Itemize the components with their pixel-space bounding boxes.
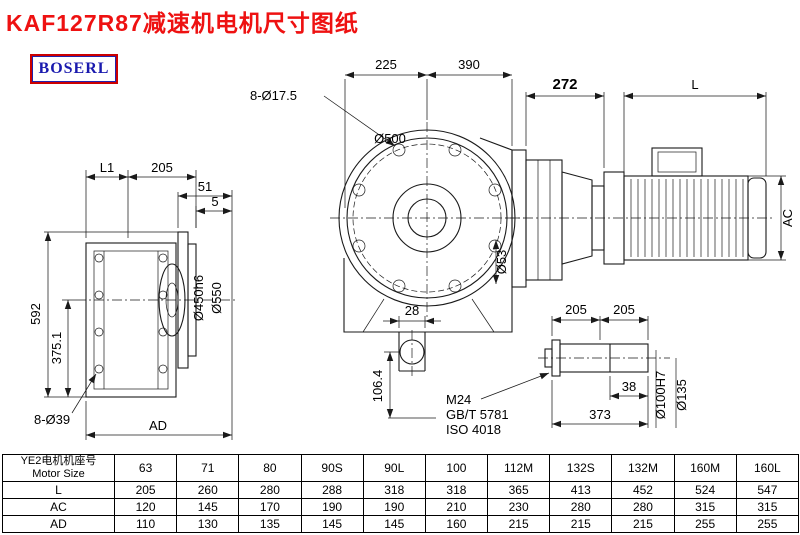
front-view-geometry [330,122,524,419]
table-cell: 145 [362,515,426,533]
table-cell: 280 [611,498,675,516]
table-col-160M: 160M [673,454,737,482]
table-cell: 135 [238,515,302,533]
dim-label-bolt-8x17: 8-Ø17.5 [250,88,297,103]
motor-size-table: YE2电机机座号 Motor Size 63 71 80 90S 90L 100… [2,454,800,533]
dim-label-L1: L1 [100,160,114,175]
dim-label-M24: M24 [446,392,471,407]
table-col-71: 71 [176,454,240,482]
side-view-dimensions: 272 L AC [525,76,795,261]
table-col-132S: 132S [549,454,613,482]
dim-label-373: 373 [589,407,611,422]
table-cell: 318 [362,481,426,499]
table-cell: 215 [549,515,613,533]
page-title: KAF127R87减速机电机尺寸图纸 [6,10,359,36]
table-row-AD: AD 110 130 135 145 145 160 215 215 215 2… [2,515,800,533]
table-cell: 413 [549,481,613,499]
front-view-dimensions: 225 390 8-Ø17.5 Ø500 Ø53 28 106.4 [250,57,513,418]
table-header-motor-size: YE2电机机座号 Motor Size [2,454,115,482]
table-cell: 170 [238,498,302,516]
table-row-L: L 205 260 280 288 318 318 365 413 452 52… [2,481,800,499]
table-col-100: 100 [424,454,489,482]
table-cell: 215 [487,515,551,533]
left-view-dimensions: L1 205 51 5 592 375.1 Ø450h6 Ø550 8-Ø39 … [28,160,233,440]
table-col-80: 80 [238,454,302,482]
dim-label-205: 205 [151,160,173,175]
dim-label-AD: AD [149,418,167,433]
table-cell: 288 [300,481,364,499]
table-cell: 130 [176,515,240,533]
table-cell: 160 [424,515,489,533]
dim-label-dia53: Ø53 [494,250,509,275]
dim-label-dia450: Ø450h6 [191,275,206,321]
table-cell: 190 [362,498,426,516]
dim-label-dia135: Ø135 [674,379,689,411]
dim-label-bolt-8x39: 8-Ø39 [34,412,70,427]
dim-label-390: 390 [458,57,480,72]
table-col-90S: 90S [300,454,364,482]
table-cell: 524 [673,481,737,499]
table-row-AC: AC 120 145 170 190 190 210 230 280 280 3… [2,498,800,516]
table-cell: 315 [735,498,800,516]
dim-label-592: 592 [28,303,43,325]
dim-label-205a: 205 [565,302,587,317]
table-header-cn: YE2电机机座号 [20,455,97,468]
table-cell: 318 [424,481,489,499]
table-cell: 190 [300,498,364,516]
dim-label-51: 51 [198,179,212,194]
dim-label-L: L [691,77,698,92]
dim-label-5: 5 [211,194,218,209]
row-label-AC: AC [2,498,115,516]
table-header-row: YE2电机机座号 Motor Size 63 71 80 90S 90L 100… [2,454,800,482]
dim-label-AC: AC [780,209,795,227]
dim-label-375: 375.1 [49,332,64,365]
table-header-en: Motor Size [32,468,85,480]
table-col-132M: 132M [611,454,675,482]
row-label-L: L [2,481,115,499]
table-col-90L: 90L [362,454,426,482]
table-cell: 452 [611,481,675,499]
table-cell: 365 [487,481,551,499]
table-cell: 210 [424,498,489,516]
table-cell: 547 [735,481,800,499]
shaft-detail-dimensions: 205 205 38 373 M24 GB/T 5781 ISO 4018 Ø1… [446,302,689,437]
table-col-63: 63 [113,454,178,482]
row-label-AD: AD [2,515,115,533]
table-cell: 255 [673,515,737,533]
dim-label-272: 272 [552,76,577,93]
dim-label-dia100: Ø100H7 [653,371,668,419]
table-cell: 230 [487,498,551,516]
brand-logo: BOSERL [30,54,118,84]
dim-label-dia500: Ø500 [374,131,406,146]
dim-label-iso: ISO 4018 [446,422,501,437]
table-col-112M: 112M [487,454,551,482]
table-cell: 280 [549,498,613,516]
dim-label-225: 225 [375,57,397,72]
table-cell: 110 [113,515,178,533]
side-view-geometry [505,147,774,288]
shaft-detail-geometry [538,339,677,428]
table-cell: 145 [176,498,240,516]
table-cell: 215 [611,515,675,533]
table-cell: 260 [176,481,240,499]
dim-label-106: 106.4 [370,370,385,403]
table-cell: 145 [300,515,364,533]
table-cell: 205 [113,481,178,499]
dim-label-38: 38 [622,379,636,394]
table-cell: 280 [238,481,302,499]
left-view-geometry [76,231,238,398]
table-col-160L: 160L [735,454,800,482]
table-cell: 315 [673,498,737,516]
technical-drawing: L1 205 51 5 592 375.1 Ø450h6 Ø550 8-Ø39 … [28,57,795,440]
dim-label-gbt: GB/T 5781 [446,407,509,422]
table-cell: 255 [735,515,800,533]
dim-label-dia550: Ø550 [209,282,224,314]
dim-label-28: 28 [405,303,419,318]
brand-logo-text: BOSERL [38,60,110,77]
table-cell: 120 [113,498,178,516]
dim-label-205b: 205 [613,302,635,317]
